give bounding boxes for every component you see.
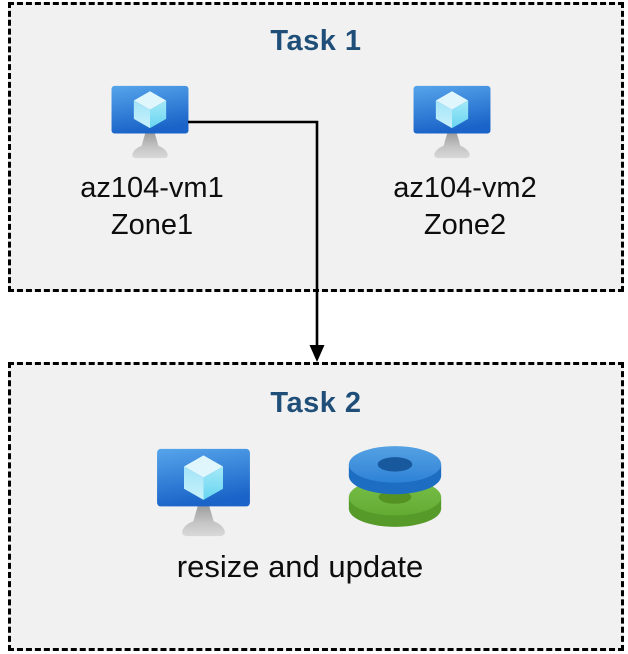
vm1-zone: Zone1 xyxy=(110,209,194,241)
disks-icon xyxy=(348,446,442,527)
vm1-label: az104-vm1 Zone1 xyxy=(32,170,272,244)
vm1-name: az104-vm1 xyxy=(80,172,224,204)
vm-icon xyxy=(111,85,189,159)
vm2-zone: Zone2 xyxy=(423,209,507,241)
task2-box: Task 2 xyxy=(8,362,624,651)
vm2-name: az104-vm2 xyxy=(393,172,537,204)
task1-title: Task 1 xyxy=(270,25,362,57)
task2-title: Task 2 xyxy=(270,387,362,419)
task2-caption: resize and update xyxy=(176,549,424,584)
vm-icon xyxy=(413,85,491,159)
vm-icon xyxy=(157,448,250,537)
vm2-label: az104-vm2 Zone2 xyxy=(345,170,585,244)
task1-box: Task 1 xyxy=(8,2,624,292)
